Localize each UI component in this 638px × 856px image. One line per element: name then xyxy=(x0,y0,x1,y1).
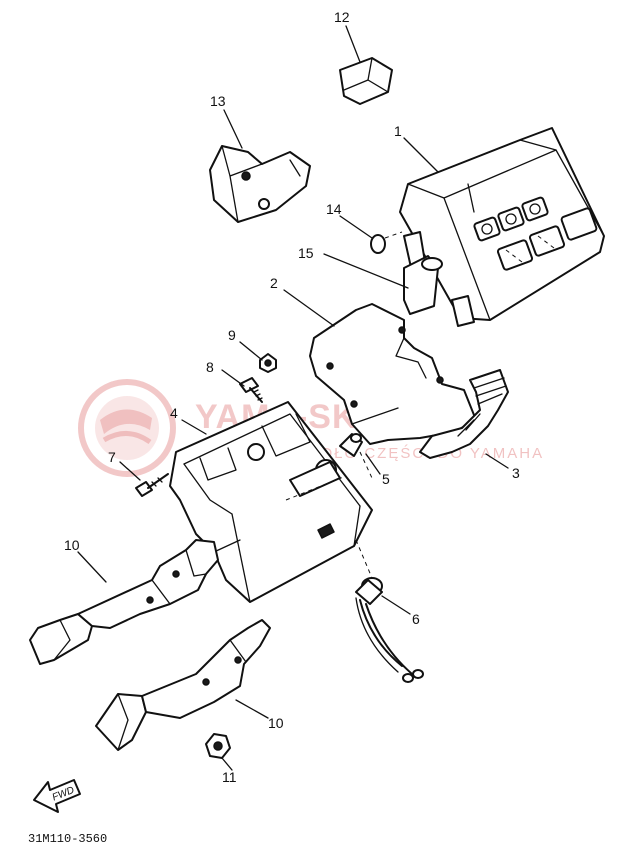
label-part-6: 6 xyxy=(412,611,420,627)
part-14-grommet xyxy=(370,231,403,254)
label-part-10-upper: 10 xyxy=(64,537,80,553)
part-13-bracket xyxy=(209,145,311,223)
part-6-socket xyxy=(355,539,424,683)
part-4-housing xyxy=(169,401,373,603)
label-part-15: 15 xyxy=(298,245,314,261)
part-10-upper-arm xyxy=(29,539,219,665)
label-part-10-lower: 10 xyxy=(268,715,284,731)
part-5-bulb xyxy=(339,433,373,479)
label-part-12: 12 xyxy=(334,9,350,25)
drawing-code: 31M110-3560 xyxy=(28,832,107,846)
part-12-cap xyxy=(339,57,393,105)
label-part-9: 9 xyxy=(228,327,236,343)
label-part-11: 11 xyxy=(222,769,237,785)
label-part-5: 5 xyxy=(382,471,390,487)
label-part-4: 4 xyxy=(170,405,178,421)
part-labels: 12 13 1 14 15 2 9 8 4 7 5 3 6 10 10 11 xyxy=(64,9,520,785)
part-9-nut xyxy=(259,353,277,373)
label-part-14: 14 xyxy=(326,201,342,217)
label-part-3: 3 xyxy=(512,465,520,481)
watermark-logo-icon xyxy=(78,379,176,477)
forward-direction-arrow: FWD xyxy=(33,779,81,813)
part-1-display-unit xyxy=(399,127,605,327)
leader-lines xyxy=(77,25,509,771)
label-part-1: 1 xyxy=(394,123,402,139)
part-3-wire-harness xyxy=(419,369,509,459)
label-part-13: 13 xyxy=(210,93,226,109)
part-8-bolt xyxy=(239,377,263,403)
part-10-lower-arm xyxy=(95,619,271,751)
part-11-rubber xyxy=(205,733,231,759)
part-15-spacer xyxy=(403,255,443,315)
label-part-2: 2 xyxy=(270,275,278,291)
label-part-8: 8 xyxy=(206,359,214,375)
label-part-7: 7 xyxy=(108,449,116,465)
part-7-screw xyxy=(135,473,169,497)
